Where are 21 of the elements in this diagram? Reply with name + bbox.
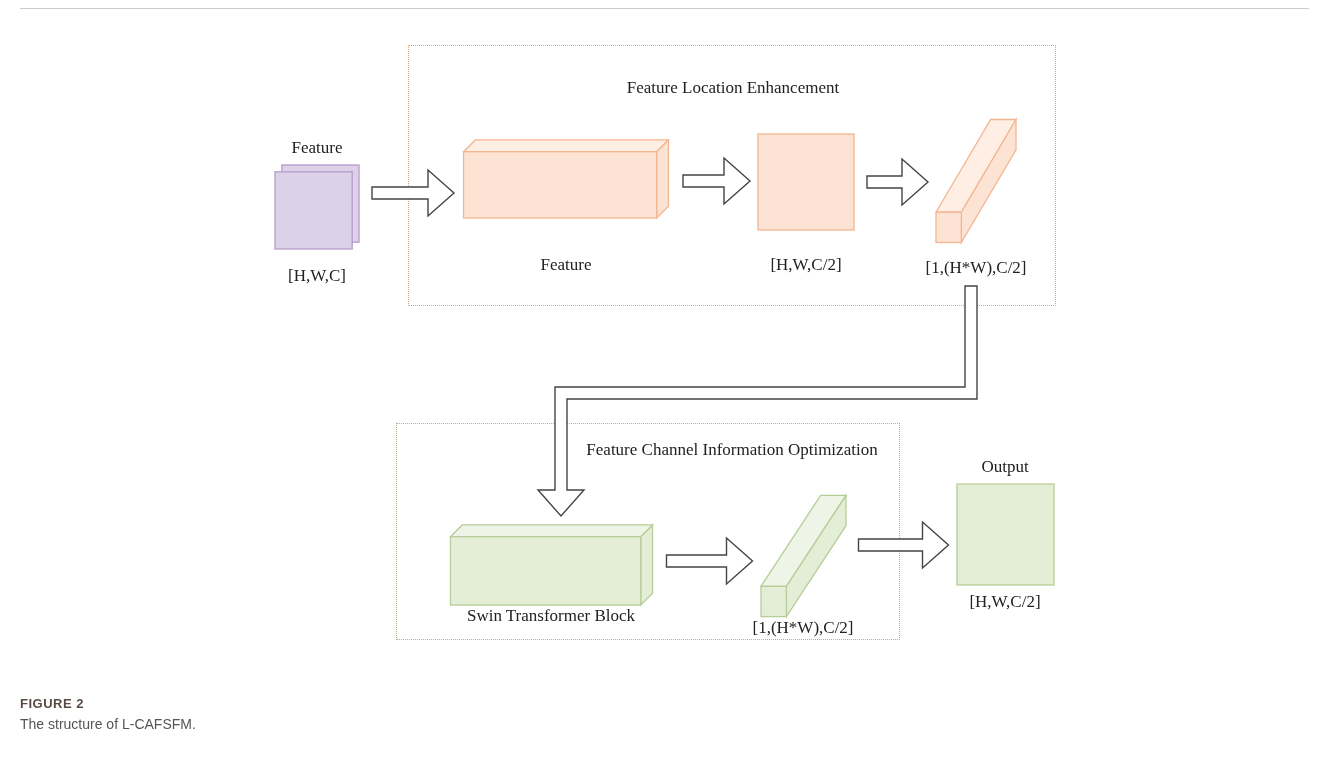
figure-number: FIGURE 2	[20, 696, 84, 711]
group-frame	[396, 423, 900, 640]
dimension-label: [H,W,C]	[288, 266, 346, 286]
group-frame	[408, 45, 1056, 306]
hollow-arrow	[536, 285, 978, 518]
hollow-arrow	[857, 520, 950, 570]
feature-title: Feature	[291, 138, 343, 158]
hollow-arrow	[682, 156, 752, 206]
hollow-arrow	[371, 168, 456, 218]
dimension-label: [H,W,C/2]	[969, 592, 1041, 612]
dimension-label: Feature	[540, 255, 592, 275]
dimension-label: [1,(H*W),C/2]	[925, 258, 1027, 278]
feature-title: Output	[981, 457, 1029, 477]
group-title: Feature Location Enhancement	[625, 77, 841, 99]
hollow-arrow	[665, 536, 754, 586]
dimension-label: [H,W,C/2]	[770, 255, 842, 275]
hollow-arrow	[866, 157, 930, 207]
dimension-label: [1,(H*W),C/2]	[752, 618, 854, 638]
dimension-label: Swin Transformer Block	[466, 606, 636, 626]
figure-caption: The structure of L-CAFSFM.	[20, 716, 196, 732]
group-title: Feature Channel Information Optimization	[585, 439, 879, 461]
